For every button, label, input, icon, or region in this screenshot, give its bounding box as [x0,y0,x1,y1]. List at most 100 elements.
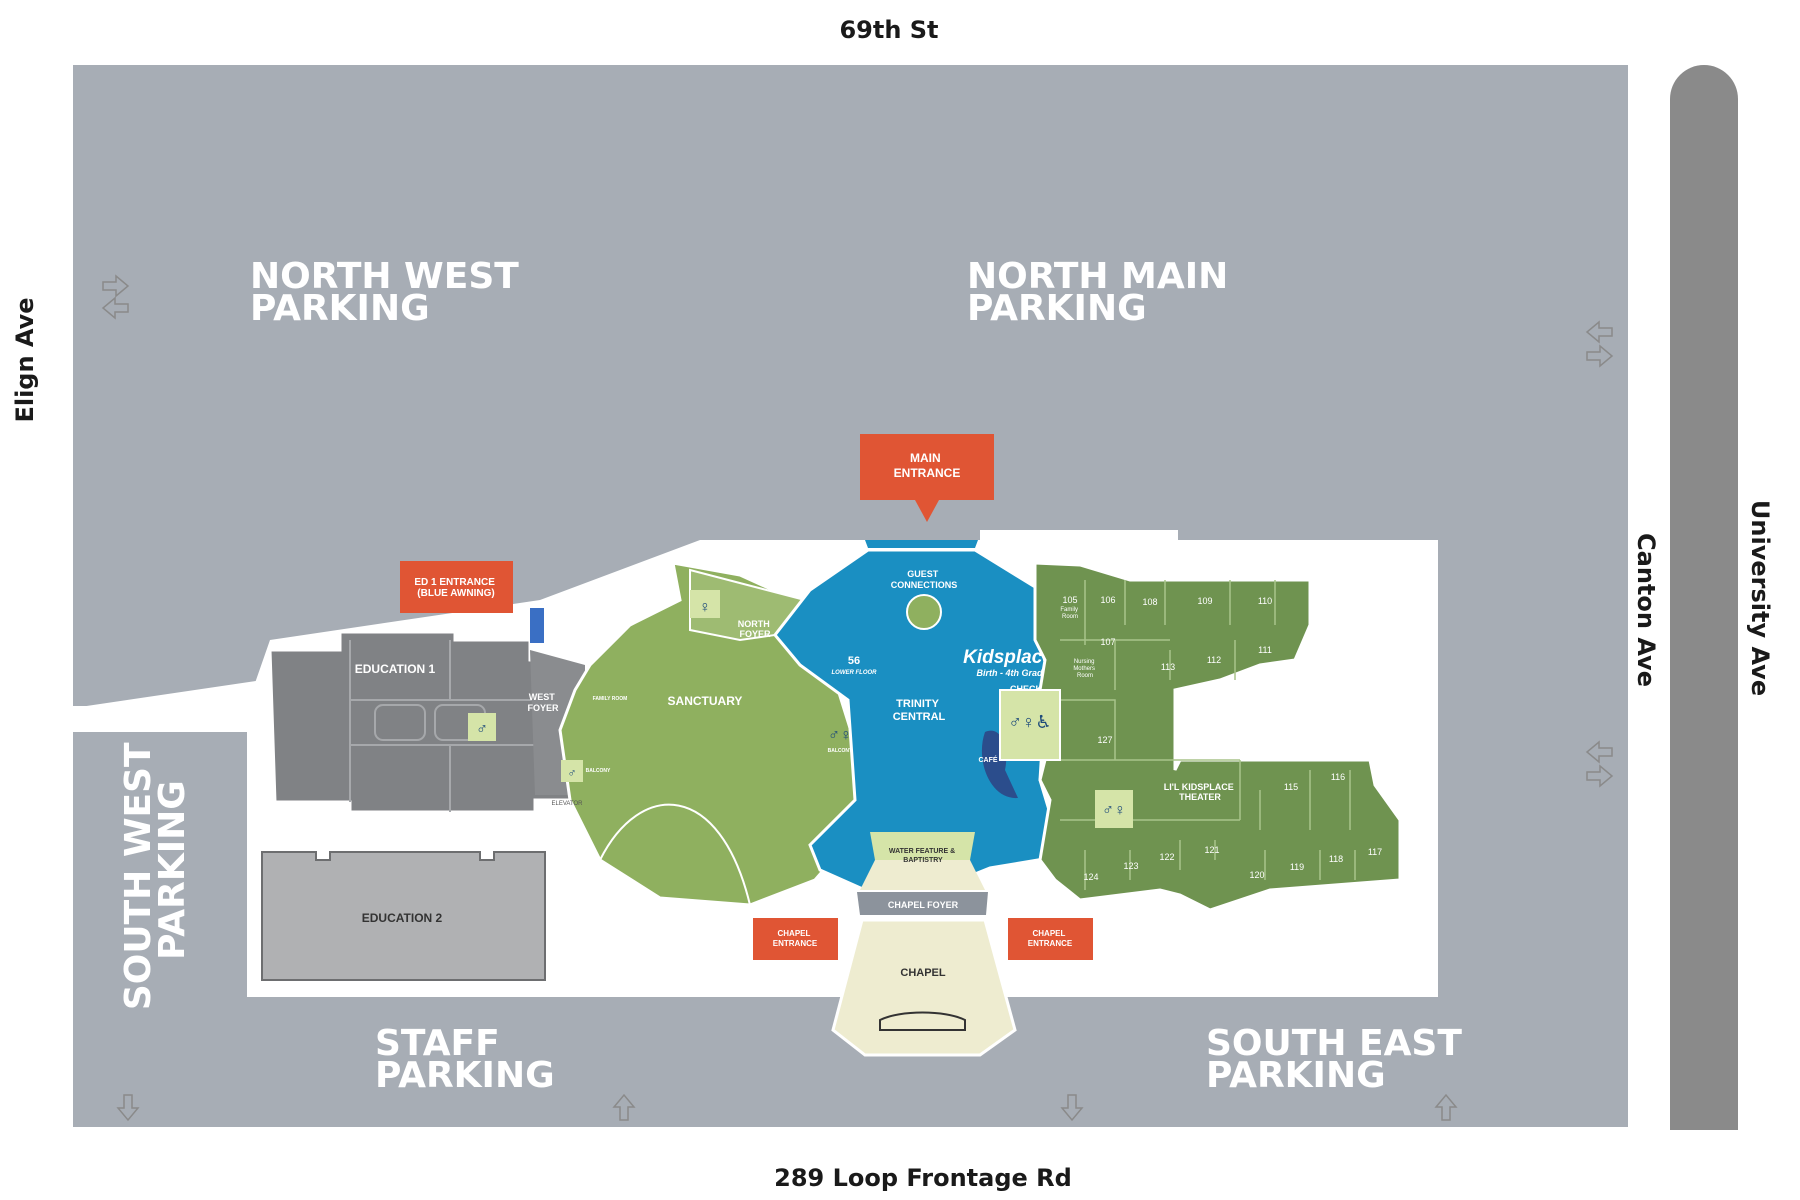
street-289-loop: 289 Loop Frontage Rd [774,1164,1072,1192]
balcony-east-label: BALCONY [828,748,853,754]
water-feature-label: WATER FEATURE & BAPTISTRY [889,848,957,864]
restroom-icon: ♂ [568,766,577,780]
balcony-west-label: BALCONY [586,768,611,774]
chapel-entrance-right[interactable]: CHAPEL ENTRANCE [1008,918,1093,960]
room-106: 106 [1100,595,1115,605]
svg-text:ED 1 ENTRANCE (BLUE AWNI: ED 1 ENTRANCE (BLUE AWNING) [414,577,497,599]
water-feature[interactable] [860,860,985,890]
arrow-up-icon [1434,1093,1458,1121]
family-room-east-label: Family Room [1060,607,1079,620]
kidsplace-subtitle: Birth - 4th Grade [976,668,1047,678]
guest-connections-label: GUEST CONNECTIONS [891,569,958,590]
room-numbers: 105 106 108 109 110 107 113 112 111 127 … [1062,595,1382,882]
room-119: 119 [1290,862,1304,872]
chapel-entrance-left[interactable]: CHAPEL ENTRANCE [753,918,838,960]
restroom-icon: ♀ [699,599,711,616]
sanctuary-stage [599,803,751,906]
room-115: 115 [1284,782,1298,792]
arrow-out-icon [1585,740,1613,764]
central-front [865,540,978,548]
chapel[interactable] [831,918,1017,1057]
water-feature-top [870,832,975,860]
arrow-in-icon [1586,764,1614,788]
chapel-label: CHAPEL [900,967,946,979]
svg-text:CHAPEL ENTRANCE: CHAPEL ENTRANCE [1028,929,1073,948]
west-foyer-label: WEST FOYER [527,692,559,713]
main-entrance[interactable]: MAIN ENTRANCE [860,434,994,522]
room-109: 109 [1197,596,1212,606]
restroom-icon: ♂ [476,721,488,738]
lot-south-east: SOUTH EAST PARKING [1206,1023,1474,1096]
education-1-label: EDUCATION 1 [355,662,436,676]
arrow-in-icon [102,274,130,298]
education-1-rooms [349,640,535,812]
ed1-entrance[interactable]: ED 1 ENTRANCE (BLUE AWNING) [400,561,513,613]
chapel-stage [879,1011,966,1031]
arrow-out-icon [1585,320,1613,344]
restroom-icon: ♂♀ [828,727,852,744]
north-foyer[interactable] [689,568,807,642]
traffic-arrows [101,274,1614,1122]
guest-connections-kiosk-icon[interactable] [906,594,942,630]
theater-restroom [1095,790,1133,828]
chapel-foyer[interactable] [857,892,988,915]
room-117: 117 [1368,847,1382,857]
room-124: 124 [1083,872,1098,882]
restroom-icon: ♂♀ [1102,802,1126,819]
room-123: 123 [1123,861,1138,871]
cafe-label: CAFÉ [978,755,997,764]
room-112: 112 [1207,655,1221,665]
arrow-down-icon [1060,1094,1084,1122]
lot-north-west: NORTH WEST PARKING [250,256,531,329]
room-127: 127 [1097,735,1112,745]
room-108: 108 [1142,597,1157,607]
lot-staff: STAFF PARKING [375,1023,555,1096]
room-116: 116 [1331,772,1345,782]
restroom-west [468,713,496,741]
room-111: 111 [1258,645,1272,655]
theater-label: LI'L KIDSPLACE THEATER [1164,782,1237,802]
street-elign: Elign Ave [11,297,39,422]
room-120: 120 [1249,870,1264,880]
room-121: 121 [1204,845,1219,855]
chapel-foyer-label: CHAPEL FOYER [888,900,959,910]
accessible-restroom-icon: ♂♀♿ [1008,712,1051,732]
svg-text:CHAPEL ENTRANCE: CHAPEL ENTRANCE [773,929,818,948]
street-canton: Canton Ave [1632,533,1660,687]
room-118: 118 [1329,854,1343,864]
arrow-out-icon [101,296,129,320]
kids-restroom [999,689,1061,761]
lot-south-west: SOUTH WEST PARKING [118,730,193,1010]
arrow-up-icon [612,1093,636,1121]
lot-divider [73,706,247,732]
blue-awning [530,608,544,643]
university-ave-road-body [1670,100,1738,1130]
room-105: 105 [1062,595,1077,605]
street-university: University Ave [1746,500,1774,696]
lot-north-main: NORTH MAIN PARKING [967,256,1241,329]
elevator-label: ELEVATOR [551,801,583,807]
room-113: 113 [1161,662,1175,672]
kidsplace-room-walls [1060,580,1356,890]
family-room-label: FAMILY ROOM [593,696,628,702]
sanctuary-label: SANCTUARY [668,694,743,708]
room-107: 107 [1100,637,1115,647]
education-2-label: EDUCATION 2 [362,911,443,925]
north-foyer-label: NORTH FOYER [738,619,773,639]
elevator-box [561,760,583,782]
kidsplace-logo: Kidsplace [963,647,1053,668]
restroom-north [690,590,720,618]
cafe[interactable] [981,730,1018,799]
svg-text:MAIN ENTRANCE: MAIN ENTRANCE [894,451,961,480]
room-122: 122 [1159,852,1174,862]
arrow-in-icon [1586,344,1614,368]
parking-lot-area [73,65,1628,1127]
room-110: 110 [1258,596,1272,606]
lower-floor-label: LOWER FLOOR [832,670,878,676]
trinity-central-label: TRINITY CENTRAL [893,698,946,723]
education-2-building[interactable] [261,851,546,981]
nursing-room-label: Nursing Mothers Room [1073,659,1096,679]
street-69th: 69th St [839,16,938,44]
arrow-down-icon [116,1094,140,1122]
